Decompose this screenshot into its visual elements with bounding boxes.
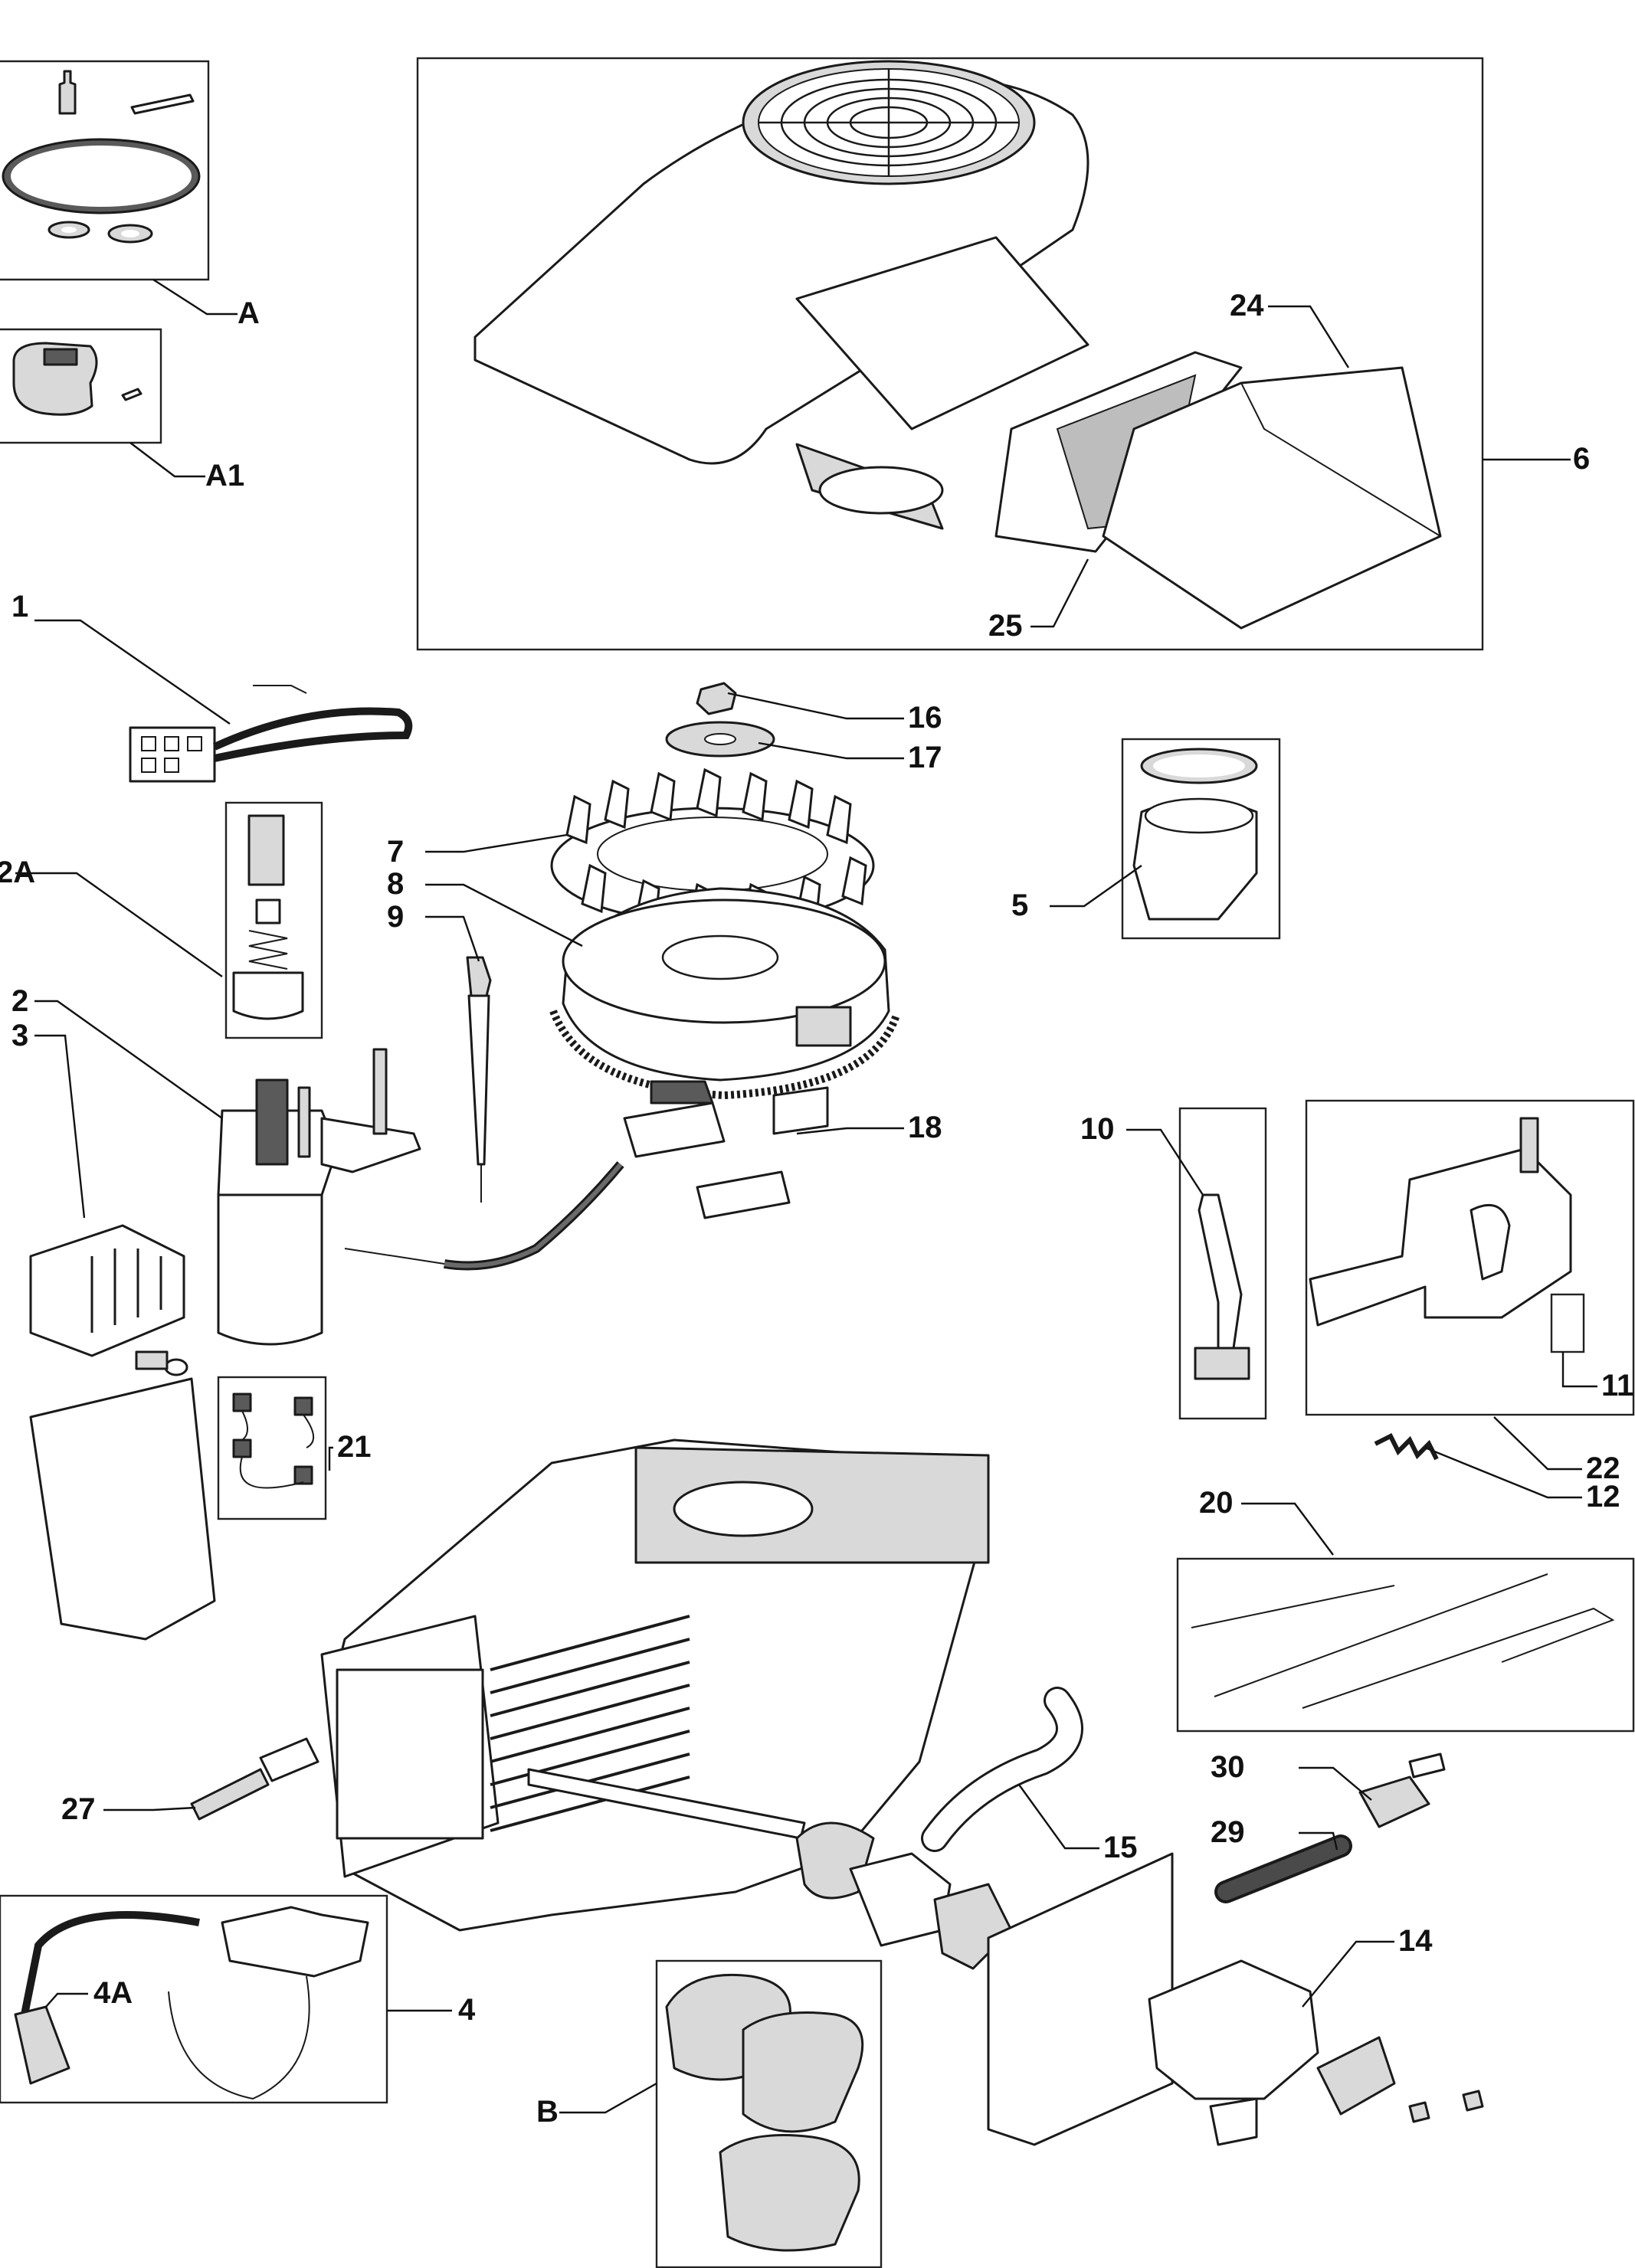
intake-adapter — [1132, 748, 1258, 921]
callout-10: 10 — [1080, 1112, 1115, 1146]
fuel-filter — [1358, 1753, 1446, 1828]
frame-starter-gear — [224, 801, 323, 1039]
fuel-line — [1214, 1834, 1352, 1903]
frame-throttle-lever — [1178, 1107, 1267, 1420]
callout-18: 18 — [908, 1111, 942, 1144]
callout-30: 30 — [1211, 1750, 1245, 1784]
callout-14: 14 — [1398, 1924, 1433, 1958]
flywheel-washer — [665, 721, 775, 758]
air-filter-cover — [1102, 366, 1442, 630]
callout-1: 1 — [11, 590, 28, 623]
governor-bracket — [1309, 1117, 1572, 1327]
callout-6: 6 — [1573, 442, 1590, 476]
callout-4: 4 — [458, 1993, 476, 2027]
dipstick-tube — [466, 956, 492, 1203]
callout-7: 7 — [387, 835, 404, 869]
frame-gasket-kit — [655, 1959, 883, 2268]
callout-12: 12 — [1586, 1480, 1620, 1514]
governor-spring — [1374, 1432, 1439, 1461]
engine-block — [320, 1438, 990, 1932]
callout-9: 9 — [387, 900, 404, 934]
throttle-lever — [1194, 1193, 1250, 1380]
callout-29: 29 — [1211, 1815, 1245, 1849]
linkage-rods — [1191, 1573, 1615, 1709]
callout-22: 22 — [1586, 1451, 1620, 1485]
callout-17: 17 — [908, 741, 942, 774]
flywheel — [549, 887, 900, 1100]
callout-2: 2 — [11, 984, 28, 1018]
callout-4A: 4A — [93, 1976, 133, 2010]
kit-frame-a1 — [0, 328, 205, 478]
rectifier — [29, 1224, 185, 1357]
callout-B: B — [536, 2095, 559, 2129]
callout-25: 25 — [988, 609, 1023, 643]
callout-16: 16 — [908, 701, 942, 735]
callout-A: A — [238, 296, 260, 330]
frame-rods — [1176, 1557, 1635, 1733]
kit-a1-clamp — [12, 342, 143, 416]
starter-pinion — [232, 814, 304, 1020]
callout-8: 8 — [387, 867, 404, 901]
callout-11: 11 — [1601, 1369, 1633, 1402]
engine-shield-panel — [29, 1350, 216, 1641]
callout-A1: A1 — [205, 459, 244, 493]
callout-24: 24 — [1230, 289, 1264, 322]
blower-housing-frame — [416, 57, 1571, 651]
spark-plug — [190, 1737, 319, 1821]
callout-labels: A A1 1 2A 2 3 4 4A 5 6 7 8 9 10 11 12 14… — [0, 289, 1633, 2129]
callout-20: 20 — [1199, 1486, 1234, 1520]
kit-a-parts — [2, 70, 201, 244]
leader-lines — [15, 305, 1597, 2114]
breather-hose — [921, 1687, 1083, 1852]
frame-intake-adapter — [1121, 738, 1281, 940]
wiring-harness — [129, 685, 413, 783]
blower-housing — [473, 60, 1089, 530]
callout-27: 27 — [61, 1792, 96, 1826]
callout-15: 15 — [1103, 1831, 1138, 1864]
wire-connectors — [232, 1393, 314, 1489]
flywheel-nut — [696, 682, 737, 715]
callout-2A: 2A — [0, 856, 35, 889]
carburetor — [987, 1852, 1484, 2146]
callout-3: 3 — [11, 1019, 28, 1052]
ignition-coil — [14, 1906, 369, 2100]
gasket-kit-b — [665, 1973, 864, 2252]
callout-21: 21 — [337, 1430, 372, 1464]
callout-5: 5 — [1011, 889, 1028, 922]
frame-wire-connectors — [217, 1376, 327, 1520]
ignition-armature — [344, 1080, 829, 1271]
frame-governor-bracket — [1305, 1099, 1635, 1416]
frame-ignition-coil — [0, 1894, 388, 2104]
intake-gaskets — [795, 1821, 1013, 1970]
starter-motor — [217, 1048, 421, 1346]
kit-frame-a — [0, 60, 238, 316]
